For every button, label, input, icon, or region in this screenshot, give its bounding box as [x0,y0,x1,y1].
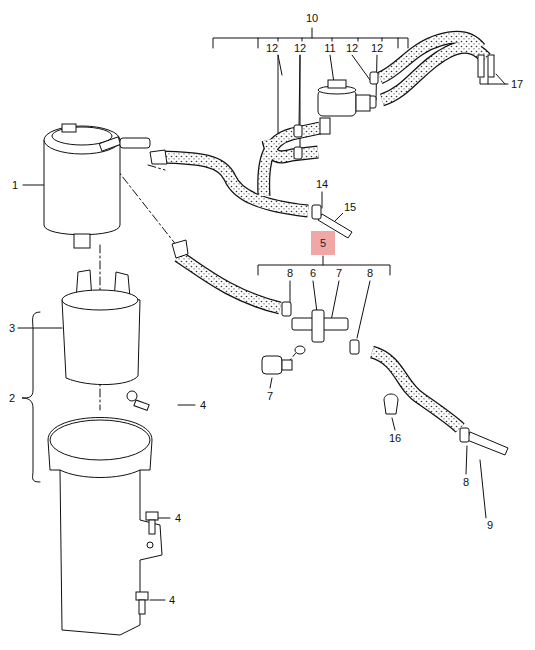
callout-number: 2 [8,392,16,405]
callout-number: 12 [370,42,384,55]
pipe-9 [467,432,508,455]
callout-number: 16 [388,432,402,445]
callout-number: 7 [266,390,274,403]
hose-clip [282,72,469,442]
callout-number: 17 [510,78,524,91]
clip-16 [384,394,398,414]
fuel-hose [160,37,486,428]
callout-number: 8 [286,267,294,280]
callout-number: 7 [335,267,343,280]
callout-number: 3 [8,322,16,335]
callout-number: 15 [343,201,357,214]
pipe-17 [478,55,484,77]
callout-number: 5 [320,237,326,249]
callout-number: 12 [345,42,359,55]
callout-number: 4 [174,512,182,525]
bracket-2 [48,418,162,636]
callout-number: 4 [168,594,176,607]
valve-11 [318,80,370,134]
sensor-7 [262,346,305,374]
callout-number: 6 [309,267,317,280]
callout-number: 9 [486,519,494,532]
screw-4 [127,391,158,614]
group-brace [22,312,40,482]
t-piece-6 [292,310,348,342]
callout-number: 10 [305,12,319,25]
callout-number: 1 [11,179,19,192]
holder-3 [62,270,140,385]
callout-number: 14 [315,178,329,191]
callout-box: 5 [311,231,335,255]
callout-number: 12 [265,42,279,55]
fuel-filter [44,124,150,248]
callout-number: 8 [462,476,470,489]
pipe-17 [488,55,494,77]
callout-number: 8 [366,267,374,280]
callout-number: 11 [323,42,336,55]
callout-number: 4 [199,399,207,412]
callout-number: 12 [293,42,307,55]
